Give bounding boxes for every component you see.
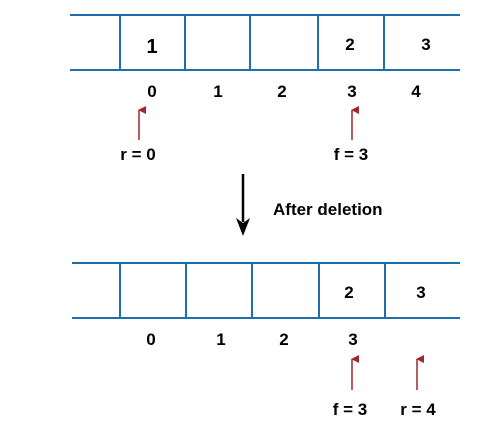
top-cell-value: 3 [421, 35, 430, 54]
bottom-index-label: 1 [216, 330, 225, 349]
top-index-label: 4 [411, 82, 421, 101]
top-index-label: 2 [277, 82, 286, 101]
top-index-label: 0 [147, 82, 156, 101]
top-cell-value: 1 [146, 36, 157, 58]
bottom-index-label: 3 [348, 330, 357, 349]
top-queue: 1 2 3 0 1 2 3 4 r = 0 f = 3 [70, 14, 460, 164]
down-arrow-head [236, 218, 250, 236]
front-pointer-label: f = 3 [333, 400, 368, 419]
bottom-index-label: 2 [279, 330, 288, 349]
transition-arrow: After deletion [236, 174, 383, 236]
top-cell-value: 2 [345, 35, 354, 54]
bottom-cell-value: 3 [416, 283, 425, 302]
transition-label: After deletion [273, 200, 383, 219]
front-pointer-label: f = 3 [334, 145, 369, 164]
top-index-label: 3 [347, 82, 356, 101]
rear-pointer-label: r = 4 [400, 400, 436, 419]
top-index-label: 1 [213, 82, 222, 101]
bottom-queue: 2 3 0 1 2 3 f = 3 r = 4 [72, 262, 460, 419]
rear-pointer-label: r = 0 [120, 145, 155, 164]
bottom-index-label: 0 [146, 330, 155, 349]
bottom-cell-value: 2 [344, 283, 353, 302]
